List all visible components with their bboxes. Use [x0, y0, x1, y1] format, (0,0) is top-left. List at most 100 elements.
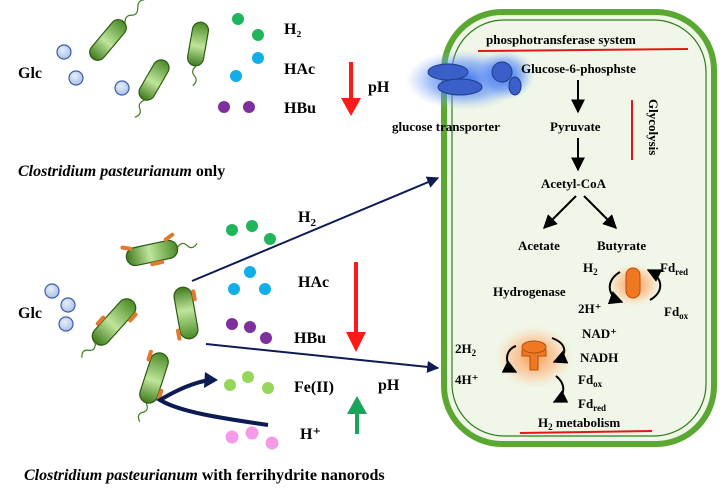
top-glc-dot	[114, 80, 130, 96]
hydrogenase-h2-main: H	[583, 260, 593, 275]
h2-metab-sub: 2	[548, 422, 553, 432]
top-h2-label: H₂	[284, 21, 301, 38]
arrow-to-cell-lower	[205, 343, 440, 373]
bottom-hac-dot	[244, 266, 256, 278]
top-bacterium	[186, 21, 210, 87]
top-bacterium	[89, 0, 145, 61]
bottom-ph-up-arrow-head	[347, 396, 367, 414]
bottom-ph-label: pH	[378, 377, 400, 394]
butyrate-label: Butyrate	[597, 238, 646, 253]
arrow-to-butyrate	[583, 195, 617, 229]
bottom-ph-down-arrow-head	[346, 332, 366, 352]
top-hac-dot	[230, 70, 242, 82]
bottom-hbu-label: HBu	[294, 330, 326, 347]
lower-fd-red: Fdred	[578, 396, 606, 413]
top-glc-dot	[68, 70, 84, 86]
h2-metab-main: H	[538, 415, 548, 430]
fd-ox-sub: ox	[679, 311, 689, 321]
top-bacterium	[134, 59, 170, 118]
fd-red-sub: red	[675, 267, 688, 277]
fd-lower-curve	[552, 375, 569, 403]
bottom-hac-dot	[228, 283, 240, 295]
hydrogenase-label: Hydrogenase	[493, 284, 566, 299]
fe-cycle-curve	[156, 378, 269, 427]
lower-fd-red-sub: red	[593, 403, 606, 413]
arrow-to-cell-upper	[191, 176, 440, 282]
nadplus-label: NAD⁺	[582, 326, 617, 341]
bottom-h2-dot	[246, 220, 258, 232]
g6p-label: Glucose-6-phosphste	[521, 61, 636, 76]
bottom-glc-label: Glc	[18, 305, 42, 322]
top-hac-dot	[252, 52, 264, 64]
bottom-glc-dot	[60, 297, 76, 313]
hydrogenase-enzyme-icon	[625, 267, 641, 299]
h2-metab-rest: metabolism	[553, 415, 621, 430]
acetylcoa-label: Acetyl-CoA	[541, 176, 607, 191]
top-ph-down-arrow-head	[341, 98, 361, 116]
top-ph-label: pH	[368, 79, 390, 96]
glycolysis-label: Glycolysis	[646, 99, 661, 155]
pts-protein-icon	[491, 61, 513, 83]
bottom-caption-species: Clostridium pasteurianum	[24, 467, 198, 484]
fd-ox-main: Fd	[664, 304, 680, 319]
bottom-bacterium	[173, 286, 199, 341]
nadh-enzyme-cap-icon	[521, 340, 547, 354]
two-h2-sub: 2	[472, 348, 477, 358]
bottom-hplus-dot	[225, 430, 239, 444]
transporter-top-icon	[427, 63, 469, 81]
nadh-label: NADH	[580, 350, 618, 365]
top-h2-dot	[232, 13, 244, 25]
hydrogenase-right-curve	[646, 269, 663, 301]
hydrogenase-fd-red: Fdred	[660, 260, 688, 277]
two-h2-main: 2H	[455, 341, 472, 356]
bottom-h2-main: H	[298, 209, 311, 226]
pts-protein-small-icon	[508, 76, 522, 96]
top-glc-label: Glc	[18, 65, 42, 82]
bottom-bacterium	[137, 349, 169, 423]
two-h2-label: 2H2	[455, 341, 477, 358]
bottom-hplus-dot	[245, 426, 259, 440]
nadh-enzyme-icon	[521, 349, 547, 371]
bottom-h2-sub: 2	[310, 217, 316, 229]
bottom-glc-dot	[44, 283, 60, 299]
fe-cycle-arrowhead	[204, 372, 218, 388]
hydrogenase-h2: H2	[583, 260, 598, 277]
bottom-fe-dot	[262, 382, 274, 394]
hydrogenase-2hplus: 2H⁺	[578, 301, 601, 316]
bottom-hac-dot	[259, 283, 271, 295]
bottom-fe-dot	[242, 371, 254, 383]
top-hac-label: HAc	[284, 61, 315, 78]
top-caption: Clostridium pasteurianum only	[18, 163, 225, 180]
fd-red-main: Fd	[660, 260, 676, 275]
bottom-fe-label: Fe(II)	[294, 379, 334, 396]
top-h2-dot	[252, 29, 264, 41]
top-caption-rest: only	[192, 163, 225, 180]
top-caption-species: Clostridium pasteurianum	[18, 163, 192, 180]
bottom-bacterium	[81, 298, 138, 358]
bottom-hac-label: HAc	[298, 274, 329, 291]
bottom-bacterium	[120, 232, 198, 267]
bottom-fe-dot	[224, 379, 236, 391]
bottom-h2-dot	[264, 233, 276, 245]
top-hbu-dot	[218, 101, 230, 113]
nadh-right-curve	[551, 337, 569, 364]
lower-fd-red-main: Fd	[578, 396, 594, 411]
transporter-label: glucose transporter	[392, 119, 500, 134]
hydrogenase-fd-ox: Fdox	[664, 304, 689, 321]
nadh-left-curve	[501, 345, 518, 373]
four-hplus-label: 4H⁺	[455, 372, 478, 387]
bottom-caption: Clostridium pasteurianum with ferrihydri…	[24, 467, 385, 484]
bottom-glc-dot	[58, 316, 74, 332]
acetate-label: Acetate	[518, 238, 560, 253]
lower-fd-ox: Fdox	[578, 372, 603, 389]
bottom-hplus-label: H⁺	[300, 426, 321, 443]
hydrogenase-left-curve	[607, 271, 624, 305]
bottom-hbu-dot	[244, 321, 256, 333]
bottom-caption-rest: with ferrihydrite nanorods	[198, 467, 385, 484]
arrow-to-acetate	[543, 195, 577, 229]
lower-fd-ox-main: Fd	[578, 372, 594, 387]
bottom-h2-dot	[226, 224, 238, 236]
h2-metabolism-label: H2 metabolism	[538, 415, 620, 432]
bottom-h2-label: H2	[298, 209, 316, 229]
